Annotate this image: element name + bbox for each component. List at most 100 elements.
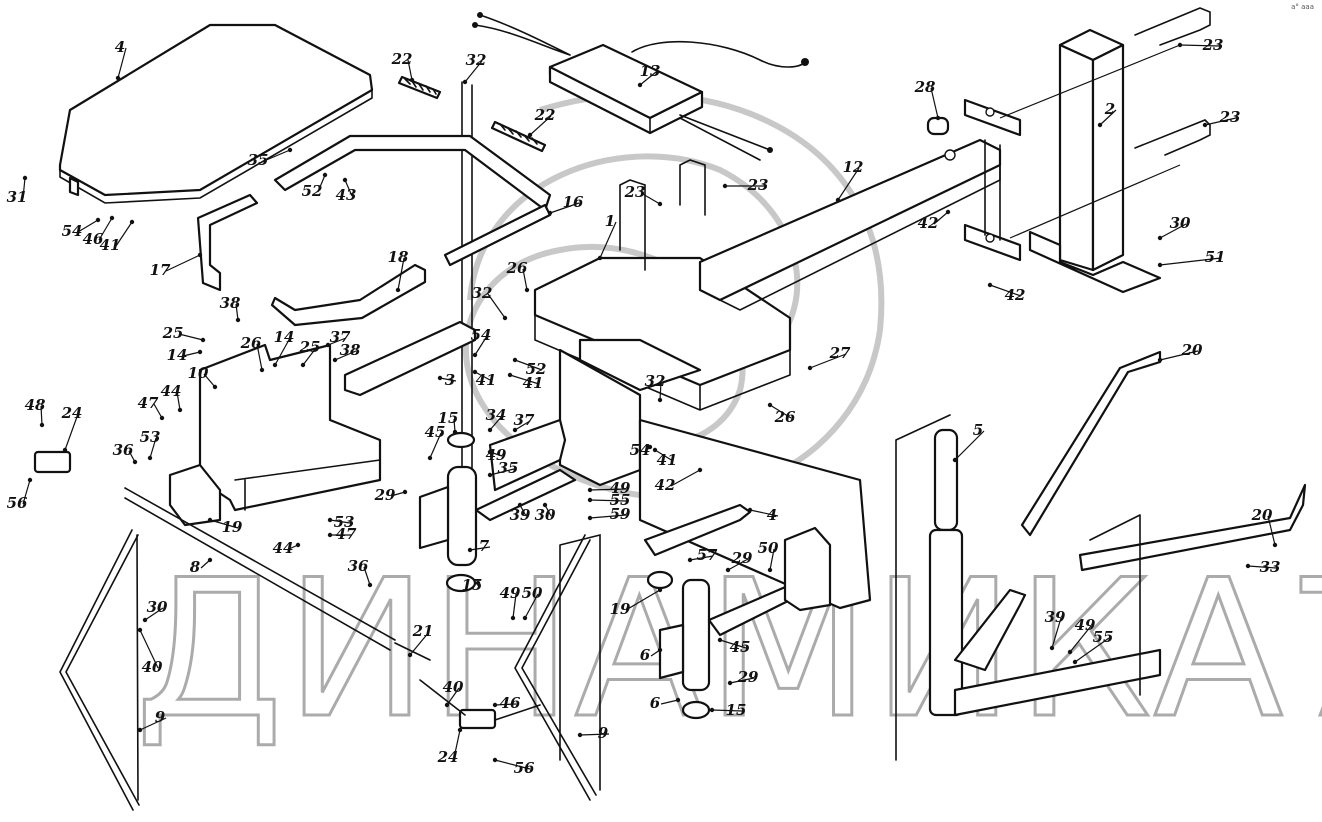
callout-label-45: 45 xyxy=(425,423,446,441)
callout-leader-37 xyxy=(327,337,347,346)
fastener-22 xyxy=(409,77,415,83)
fastener-25 xyxy=(300,362,306,368)
callout-leader-17 xyxy=(165,254,201,272)
callout-label-23: 23 xyxy=(624,183,646,201)
fastener-59 xyxy=(587,515,593,521)
fastener-44 xyxy=(295,542,301,548)
fastener-3 xyxy=(437,375,443,381)
fastener-32 xyxy=(502,315,508,321)
fastener-26 xyxy=(259,367,265,373)
fastener-15 xyxy=(709,707,715,713)
callout-leader-51 xyxy=(1159,257,1222,266)
callout-leader-34 xyxy=(489,415,503,431)
callout-label-54: 54 xyxy=(471,326,492,344)
callout-label-54: 54 xyxy=(62,222,83,240)
fastener-30 xyxy=(1157,235,1163,241)
callout-leader-14 xyxy=(182,351,201,357)
fastener-44 xyxy=(177,407,183,413)
callout-leader-4 xyxy=(117,47,127,79)
part-pivot-post-6 xyxy=(646,526,832,720)
callout-label-23: 23 xyxy=(747,176,769,194)
callout-leader-30 xyxy=(144,607,164,621)
fastener-18 xyxy=(395,287,401,293)
callout-label-49: 49 xyxy=(486,446,507,464)
callout-label-9: 9 xyxy=(155,708,166,726)
fastener-9 xyxy=(577,732,583,738)
part-skid-bar-20b xyxy=(1078,483,1307,572)
callout-label-2: 2 xyxy=(1104,100,1115,118)
fastener-17 xyxy=(197,252,203,258)
fastener-41 xyxy=(652,447,658,453)
fastener-46 xyxy=(492,702,498,708)
callout-leader-27 xyxy=(809,353,847,369)
part-beam-brackets xyxy=(963,98,1022,262)
callout-leader-10 xyxy=(203,373,216,388)
fastener-57 xyxy=(687,557,693,563)
callout-label-32: 32 xyxy=(645,372,666,390)
callout-label-25: 25 xyxy=(299,338,321,356)
callout-leader-42 xyxy=(670,469,701,487)
fastener-45 xyxy=(427,455,433,461)
callout-label-36: 36 xyxy=(113,441,134,459)
callout-leader-40 xyxy=(446,687,460,706)
callout-leader-30 xyxy=(1159,223,1187,239)
callout-leader-52 xyxy=(317,174,326,193)
fastener-23 xyxy=(1202,122,1208,128)
fastener-26 xyxy=(767,402,773,408)
callout-leader-50 xyxy=(524,593,539,619)
part-post xyxy=(1028,28,1162,294)
callout-leader-37 xyxy=(514,420,531,431)
callout-leader-38 xyxy=(235,303,239,321)
fastener-5 xyxy=(952,457,958,463)
fastener-23 xyxy=(722,183,728,189)
fastener-23 xyxy=(657,201,663,207)
callout-label-25: 25 xyxy=(162,324,184,342)
callout-leader-21 xyxy=(409,631,430,656)
callout-label-14: 14 xyxy=(167,346,188,364)
callout-leader-41 xyxy=(474,371,493,382)
part-control-box xyxy=(472,12,809,161)
callout-leader-35 xyxy=(263,149,291,162)
callout-leader-56 xyxy=(22,479,31,505)
callout-label-4: 4 xyxy=(767,506,777,524)
callout-leader-29 xyxy=(729,677,755,684)
fastener-20 xyxy=(1157,357,1163,363)
callout-leader-35 xyxy=(489,468,515,476)
fastener-36 xyxy=(367,582,373,588)
callout-leader-23 xyxy=(1179,44,1220,47)
fastener-48 xyxy=(39,422,45,428)
fastener-41 xyxy=(507,372,513,378)
callout-label-45: 45 xyxy=(730,638,751,656)
fastener-32 xyxy=(462,79,468,85)
callout-label-57: 57 xyxy=(697,546,718,564)
fastener-35 xyxy=(487,472,493,478)
callout-leaders xyxy=(22,42,1278,770)
callout-label-54: 54 xyxy=(630,441,651,459)
callout-label-15: 15 xyxy=(726,701,747,719)
fastener-50 xyxy=(522,615,528,621)
fastener-42 xyxy=(945,209,951,215)
callout-leader-46 xyxy=(494,703,517,706)
callout-leader-2 xyxy=(1099,109,1117,126)
part-spring-lower xyxy=(490,120,547,153)
callout-label-49: 49 xyxy=(1075,616,1096,634)
callout-leader-19 xyxy=(209,519,239,529)
callout-leader-45 xyxy=(429,432,442,459)
callout-label-24: 24 xyxy=(61,404,83,422)
callout-leader-7 xyxy=(469,546,491,551)
callout-leader-24 xyxy=(453,729,461,759)
fastener-56 xyxy=(27,477,33,483)
part-u-bolts xyxy=(619,7,1211,271)
callout-label-9: 9 xyxy=(598,724,609,742)
callout-leader-54 xyxy=(474,335,488,356)
fastener-15 xyxy=(452,429,458,435)
callout-leader-31 xyxy=(22,177,26,199)
callout-label-50: 50 xyxy=(758,539,779,557)
part-bushing-28 xyxy=(926,116,950,136)
callout-leader-57 xyxy=(689,555,714,561)
callout-label-21: 21 xyxy=(412,622,434,640)
fastener-29 xyxy=(725,567,731,573)
fastener-29 xyxy=(727,680,733,686)
callout-leader-36 xyxy=(363,566,371,586)
